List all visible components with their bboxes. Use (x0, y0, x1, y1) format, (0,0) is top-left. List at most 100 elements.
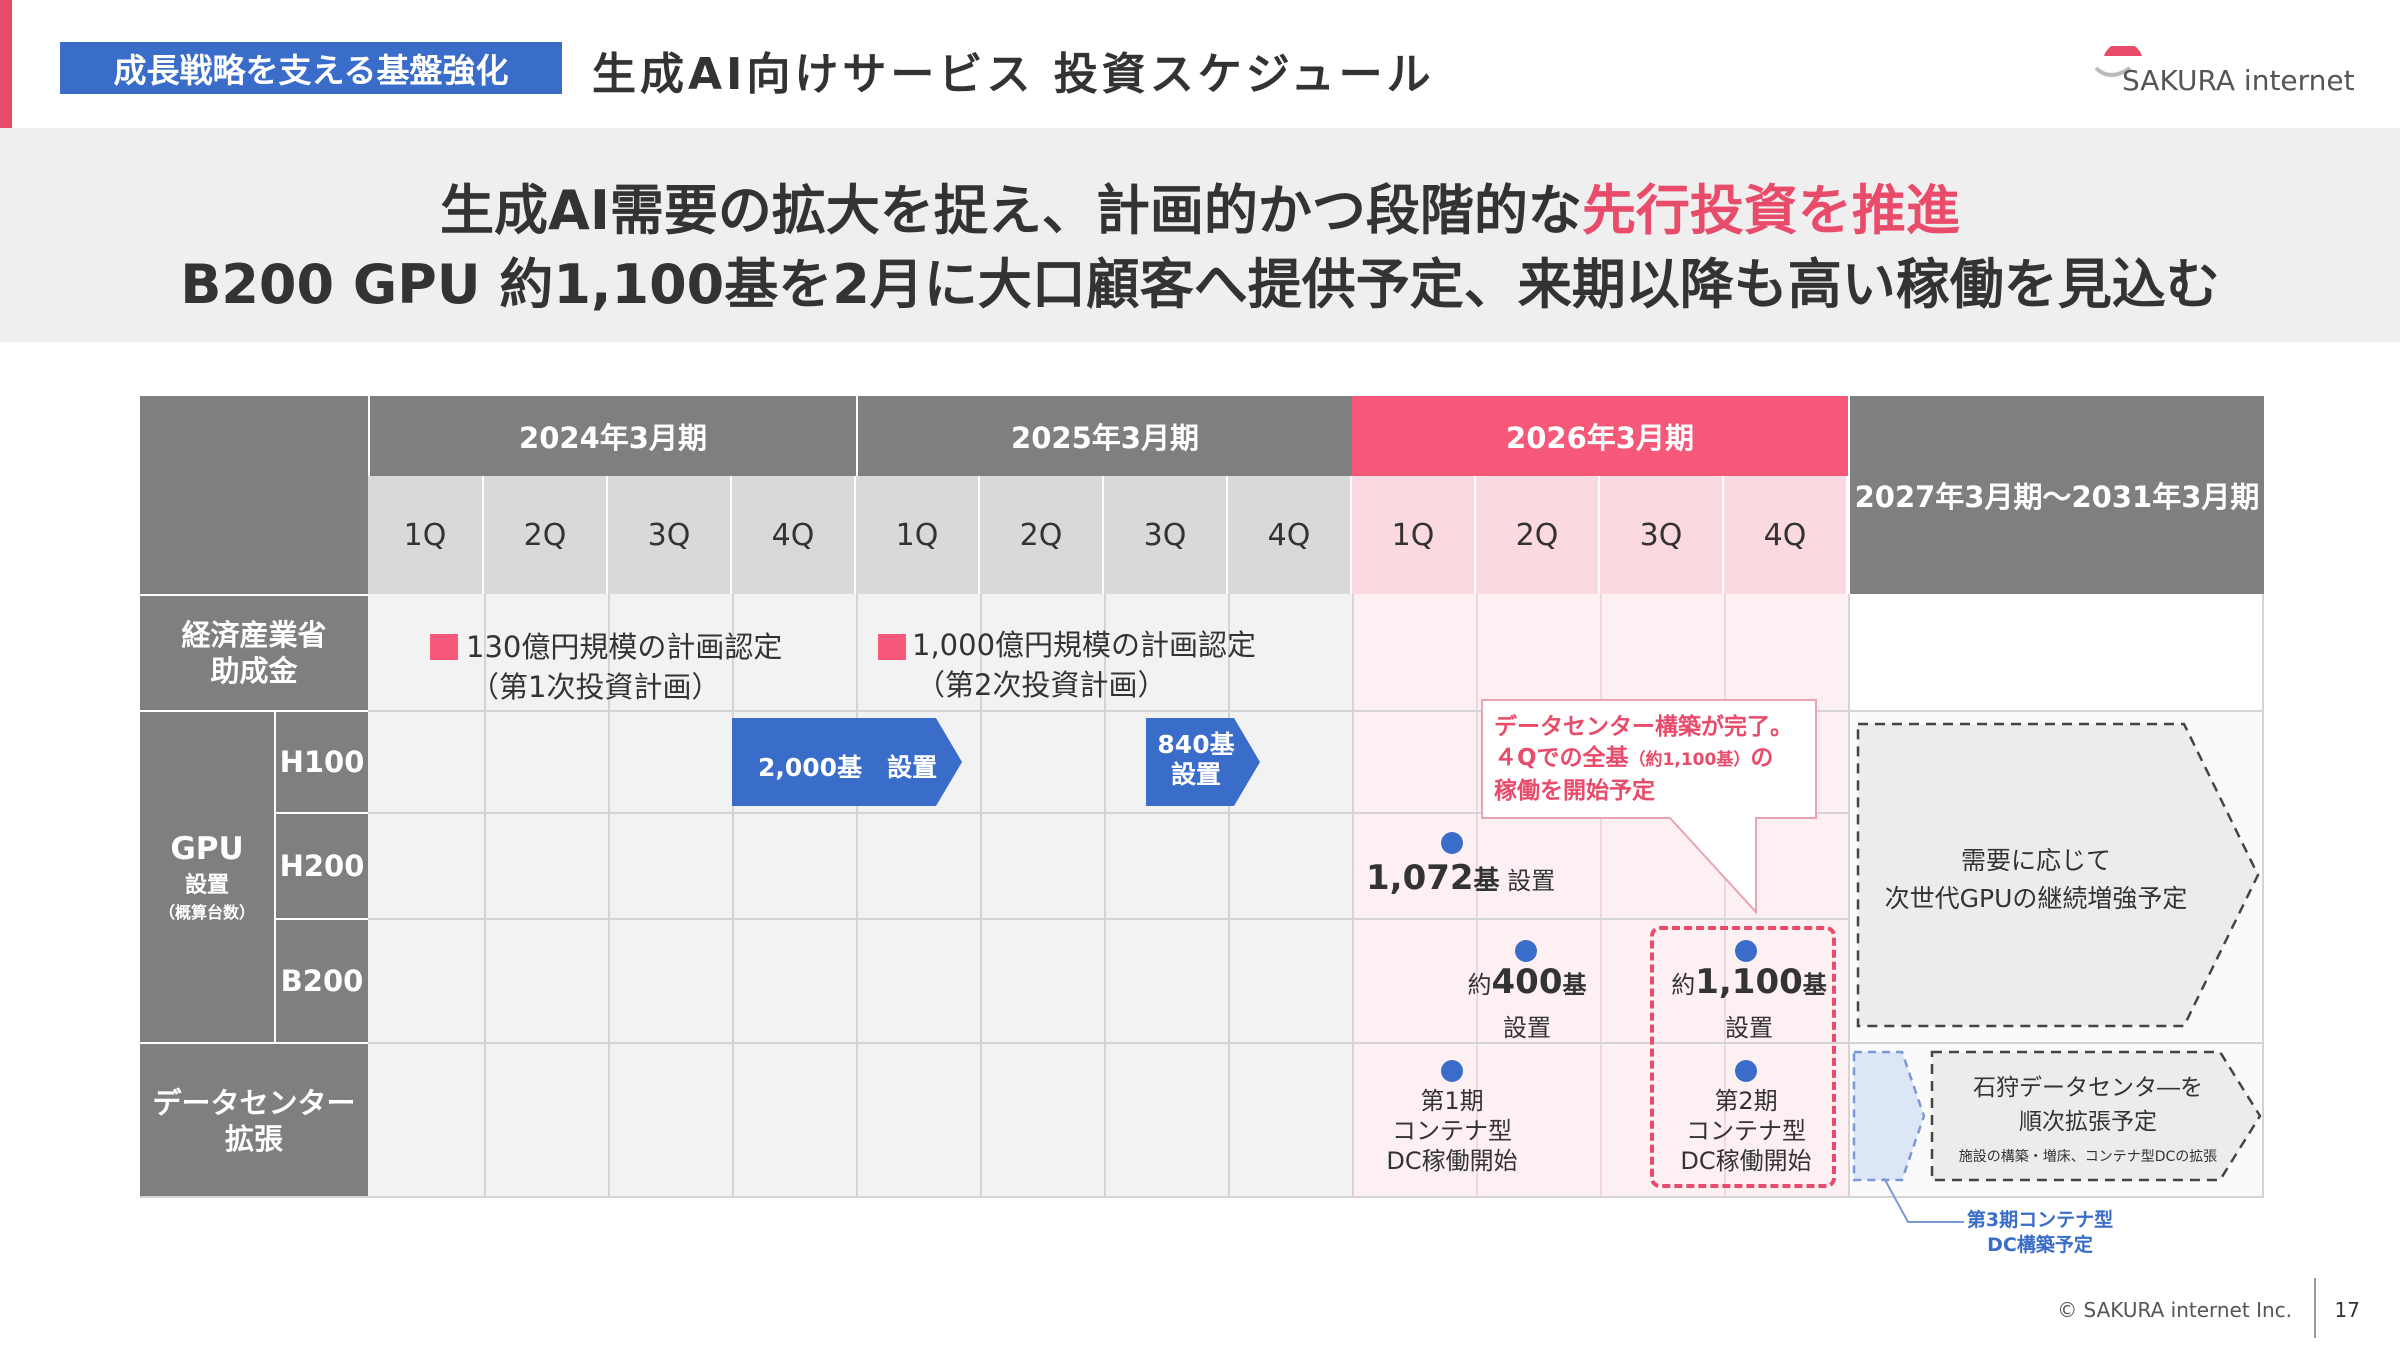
quarter-2024-4q: 4Q (732, 476, 856, 594)
third-dc-leader (1883, 1178, 1964, 1223)
callout-balloon (1481, 699, 1817, 915)
grid-line (1104, 594, 1106, 1198)
footer-divider (2314, 1278, 2316, 1338)
b200-1-num: 400 (1491, 962, 1563, 1002)
quarter-2026-2q: 2Q (1476, 476, 1600, 594)
row-label-dc: データセンター拡張 (140, 1042, 368, 1198)
callout-l2c: の (1750, 745, 1774, 771)
dc-1-l2: コンテナ型 (1392, 1117, 1512, 1145)
year-header-future: 2027年3月期～2031年3月期 (1848, 396, 2264, 594)
accent-bar (0, 0, 12, 128)
b200-1-l2: 設置 (1503, 1014, 1551, 1042)
dc-1-l1: 第1期 (1420, 1087, 1484, 1115)
future-dc-l3: 施設の構築・増床、コンテナ型DCの拡張 (1958, 1149, 2218, 1165)
q4-highlight-box (1650, 926, 1836, 1188)
subsidy-2-line2: （第2次投資計画） (916, 668, 1167, 702)
b200-2-unit: 基 (1802, 971, 1827, 999)
row-label-subsidy-l2: 助成金 (210, 654, 298, 688)
quarter-2025-3q: 3Q (1104, 476, 1228, 594)
grid-line (140, 1196, 2264, 1198)
quarter-2024-3q: 3Q (608, 476, 732, 594)
h100-arrow-2-l2: 設置 (1170, 760, 1221, 789)
h100-arrow-2-l1: 840基 (1157, 730, 1235, 759)
future-gpu-text: 需要に応じて次世代GPUの継続増強予定 (1856, 842, 2216, 918)
h100-arrow-1-label: 2,000基 設置 (758, 753, 938, 782)
grid-line (856, 594, 858, 1198)
row-label-gpu: GPU 設置 （概算台数） (140, 710, 274, 1042)
dc-dot-1 (1441, 1060, 1463, 1082)
b200-1-unit: 基 (1562, 971, 1587, 999)
b200-2-l2: 設置 (1725, 1014, 1773, 1042)
grid-line (1848, 594, 1850, 1198)
callout-l2b: （約1,100基） (1628, 750, 1751, 770)
body-area-past (368, 594, 1352, 1198)
quarter-2024-1q: 1Q (368, 476, 484, 594)
h200-dot (1441, 832, 1463, 854)
subsidy-2-line1: 1,000億円規模の計画認定 (912, 628, 1257, 662)
grid-line (368, 710, 2264, 712)
subsidy-marker-2 (878, 634, 906, 660)
b200-dot-2 (1735, 940, 1757, 962)
future-dc-text: 石狩データセンタ―を 順次拡張予定 施設の構築・増床、コンテナ型DCの拡張 (1930, 1072, 2246, 1173)
row-label-b200: B200 (274, 918, 368, 1042)
callout-l3: 稼働を開始予定 (1494, 778, 1655, 804)
h100-arrow-2-label: 840基設置 (1146, 730, 1246, 790)
future-dc-l1: 石狩データセンタ―を (1973, 1075, 2203, 1101)
row-label-subsidy-l1: 経済産業省 (181, 618, 327, 652)
quarter-2024-2q: 2Q (484, 476, 608, 594)
sakura-logo-icon (2094, 46, 2142, 77)
third-dc-l1: 第3期コンテナ型 (1966, 1209, 2114, 1231)
grid-line (1352, 594, 1354, 1198)
callout-l2a: ４Qでの全基 (1494, 745, 1629, 771)
grid-line (1228, 594, 1230, 1198)
callout-text: データセンター構築が完了。 ４Qでの全基（約1,100基）の 稼働を開始予定 (1494, 712, 1793, 807)
headline-box (0, 128, 2400, 342)
corner-cell (140, 396, 368, 594)
quarter-2026-1q: 1Q (1352, 476, 1476, 594)
grid-line (608, 594, 610, 1198)
third-dc-label: 第3期コンテナ型 DC構築予定 (1960, 1208, 2120, 1258)
year-header-2026: 2026年3月期 (1352, 396, 1848, 476)
quarter-2026-4q: 4Q (1724, 476, 1848, 594)
subsidy-marker-1 (430, 634, 458, 660)
future-gpu-l1: 需要に応じて (1960, 846, 2111, 875)
b200-2-num: 1,100 (1695, 962, 1803, 1002)
grid-line (2262, 594, 2264, 1198)
grid-line (1600, 594, 1602, 1198)
quarter-2025-1q: 1Q (856, 476, 980, 594)
h200-unit: 基 (1473, 866, 1500, 896)
dc-2-l2: コンテナ型 (1686, 1117, 1806, 1145)
row-label-dc-l2: 拡張 (224, 1122, 283, 1156)
callout-l1: データセンター構築が完了。 (1494, 714, 1793, 740)
h200-num: 1,072 (1366, 858, 1474, 898)
quarter-2025-4q: 4Q (1228, 476, 1352, 594)
row-label-h200: H200 (274, 812, 368, 918)
grid-line (368, 1042, 2264, 1044)
future-gpu-l2: 次世代GPUの継続増強予定 (1884, 884, 2188, 913)
logo-text: SAKURA internet (2122, 64, 2355, 97)
b200-label-1: 約400基 設置 (1462, 962, 1592, 1051)
quarter-2026-3q: 3Q (1600, 476, 1724, 594)
year-header-2024: 2024年3月期 (368, 396, 856, 476)
row-label-gpu-sub: 設置 (184, 873, 229, 898)
h200-suffix: 設置 (1499, 867, 1556, 895)
grid-line (368, 918, 1848, 920)
copyright: © SAKURA internet Inc. (2057, 1298, 2292, 1322)
page-number: 17 (2334, 1298, 2360, 1322)
page-title: 生成AI向けサービス 投資スケジュール (592, 49, 1435, 100)
grid-line (1724, 594, 1726, 1198)
subsidy-1-line1: 130億円規模の計画認定 (466, 630, 783, 664)
third-dc-l2: DC構築予定 (1987, 1234, 2093, 1256)
row-label-h100: H100 (274, 710, 368, 812)
headline-accent: 先行投資を推進 (1581, 179, 1960, 242)
future-gpu-arrow (1856, 722, 2260, 1028)
headline-line-1: 生成AI需要の拡大を捉え、計画的かつ段階的な先行投資を推進 (0, 166, 2400, 245)
b200-1-prefix: 約 (1467, 971, 1492, 999)
h200-label: 1,072基 設置 (1366, 858, 1555, 898)
quarter-2025-2q: 2Q (980, 476, 1104, 594)
year-header-2025: 2025年3月期 (856, 396, 1352, 476)
dc-dot-2 (1735, 1060, 1757, 1082)
grid-line (1476, 594, 1478, 1198)
b200-label-2: 約1,100基 設置 (1664, 962, 1834, 1051)
